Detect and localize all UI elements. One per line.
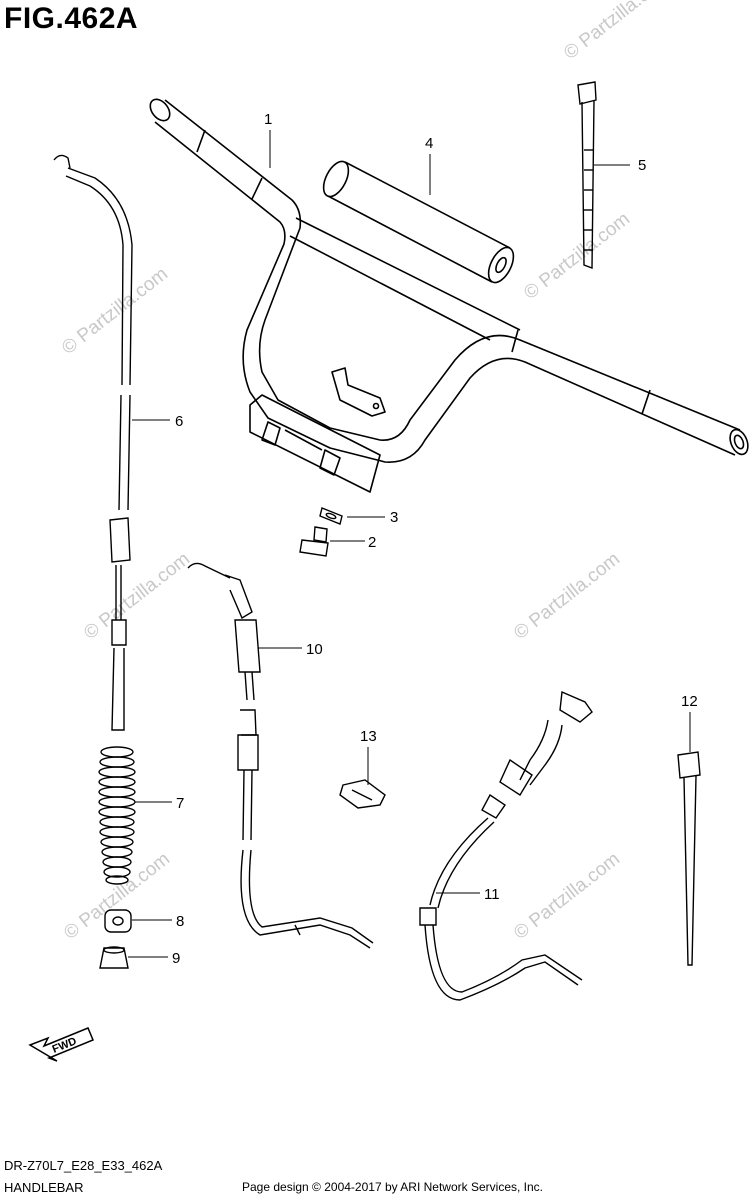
choke-cable-drawing bbox=[419, 690, 593, 1001]
brake-cable-drawing bbox=[187, 562, 374, 949]
watermark: © Partzilla.com bbox=[510, 549, 624, 644]
callout-12: 12 bbox=[681, 693, 698, 710]
fwd-label: FWD bbox=[51, 1035, 79, 1056]
washer-drawing bbox=[319, 507, 343, 525]
page-credit: Page design © 2004-2017 by ARI Network S… bbox=[242, 1180, 544, 1194]
callout-2: 2 bbox=[368, 534, 376, 551]
callout-5: 5 bbox=[638, 157, 646, 174]
callout-7: 7 bbox=[176, 795, 184, 812]
handlebar-drawing bbox=[149, 98, 749, 493]
callout-10: 10 bbox=[306, 641, 323, 658]
section-name: HANDLEBAR bbox=[4, 1180, 84, 1195]
callout-13: 13 bbox=[360, 728, 377, 745]
callout-6: 6 bbox=[175, 413, 183, 430]
fwd-arrow: FWD bbox=[28, 1027, 94, 1062]
cable-tie-clamp-drawing bbox=[577, 81, 597, 270]
cable-boot-drawing bbox=[98, 746, 136, 885]
cable-clamp-drawing bbox=[339, 779, 386, 809]
nut-drawing bbox=[99, 946, 129, 969]
cable-tie-drawing bbox=[677, 751, 701, 966]
watermark: © Partzilla.com bbox=[510, 849, 624, 944]
figure-title: FIG.462A bbox=[4, 2, 139, 35]
handlebar-pad-drawing bbox=[322, 160, 515, 284]
watermark: © Partzilla.com bbox=[80, 549, 194, 644]
callouts: 1 2 3 4 5 6 7 8 9 10 11 12 13 bbox=[172, 111, 698, 967]
bolt-drawing bbox=[299, 526, 329, 557]
callout-8: 8 bbox=[176, 913, 184, 930]
throttle-cable-drawing bbox=[53, 154, 133, 731]
watermark: © Partzilla.com bbox=[560, 0, 674, 64]
leader-lines bbox=[128, 130, 691, 958]
callout-3: 3 bbox=[390, 509, 398, 526]
model-code: DR-Z70L7_E28_E33_462A bbox=[4, 1158, 163, 1173]
watermark: © Partzilla.com bbox=[60, 849, 174, 944]
callout-4: 4 bbox=[425, 135, 433, 152]
callout-1: 1 bbox=[264, 111, 272, 128]
watermark: © Partzilla.com bbox=[58, 264, 172, 359]
callout-11: 11 bbox=[484, 886, 500, 903]
watermark: © Partzilla.com bbox=[520, 209, 634, 304]
callout-9: 9 bbox=[172, 950, 180, 967]
cable-cap-drawing bbox=[104, 909, 132, 933]
